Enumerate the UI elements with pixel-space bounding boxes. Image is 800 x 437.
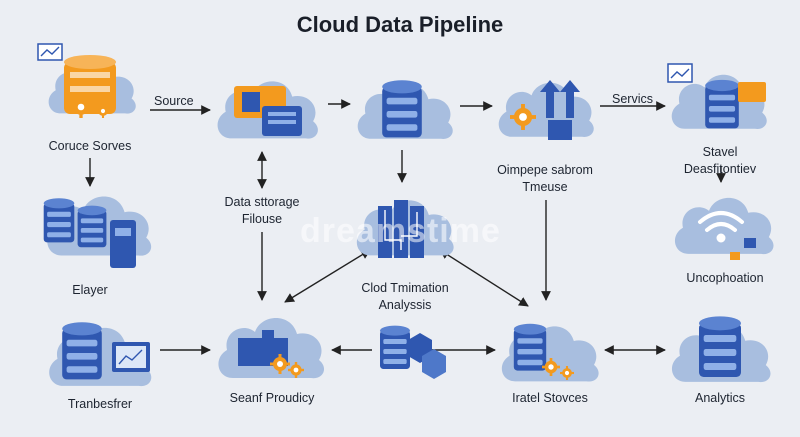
label-data-storage: Data sttorage Filouse xyxy=(192,194,332,228)
puzzle-icon xyxy=(238,330,288,366)
chart-icon xyxy=(667,63,693,83)
watermark: dreamstime xyxy=(300,212,501,250)
label-analytics: Analytics xyxy=(650,390,790,407)
database-icon xyxy=(77,205,107,248)
label-line: Coruce Sorves xyxy=(48,139,132,153)
edge-label-services: Servics xyxy=(612,92,653,106)
compute-upload-node xyxy=(498,80,594,140)
label-line: Stavel xyxy=(702,145,738,159)
central-db-node xyxy=(357,80,453,139)
mini-server-node xyxy=(380,325,446,379)
label-transferrer: Tranbesfrer xyxy=(30,396,170,413)
label-line: Deasfitontiev xyxy=(683,162,757,176)
label-rated-stores: Iratel Stovces xyxy=(480,390,620,407)
label-line: Tranbesfrer xyxy=(67,397,133,411)
up-arrow-icon xyxy=(560,80,580,118)
edge-transform-search xyxy=(284,249,371,303)
edges xyxy=(85,99,726,355)
label-line: Iratel Stovces xyxy=(512,391,588,405)
search-product-node xyxy=(218,318,325,379)
pipeline-device-node xyxy=(217,81,318,139)
analytics-node xyxy=(671,316,771,383)
rated-stores-node xyxy=(501,323,599,382)
layer-storage-node xyxy=(43,196,152,268)
label-source-servers: Coruce Sorves xyxy=(20,138,160,155)
wifi-icon xyxy=(698,211,744,243)
edge-transform-stores xyxy=(439,249,529,307)
server-icon xyxy=(110,220,136,268)
label-line: Tmeuse xyxy=(522,180,568,194)
label-cloud-transformation: Clod Tmimation Analyssis xyxy=(330,280,480,314)
label-line: Elayer xyxy=(72,283,108,297)
label-unconphoation: Uncophoation xyxy=(650,270,800,287)
database-icon xyxy=(43,198,75,243)
label-line: Data sttorage xyxy=(224,195,300,209)
box-icon xyxy=(548,120,572,140)
up-arrow-icon xyxy=(540,80,560,118)
database-icon xyxy=(62,322,102,380)
transferrer-node xyxy=(49,322,152,387)
edge-label-source: Source xyxy=(154,94,194,108)
database-icon xyxy=(699,316,741,377)
label-search-product: Seanf Proudicy xyxy=(202,390,342,407)
database-icon xyxy=(705,79,739,129)
database-icon xyxy=(513,323,547,371)
services-db-node xyxy=(667,63,767,129)
source-servers-node xyxy=(37,43,136,118)
label-line: Analyssis xyxy=(378,298,432,312)
label-services-db: Stavel Deasfitontiev xyxy=(650,144,790,178)
label-line: Clod Tmimation xyxy=(361,281,449,295)
unconphoation-node xyxy=(674,197,774,260)
label-line: Uncophoation xyxy=(686,271,764,285)
label-compute-upload: Oimpepe sabrom Tmeuse xyxy=(470,162,620,196)
label-line: Filouse xyxy=(241,212,283,226)
hex-icon xyxy=(422,349,446,379)
label-line: Analytics xyxy=(694,391,746,405)
cloud-transformation-node xyxy=(356,200,454,258)
label-line: Seanf Proudicy xyxy=(229,391,315,405)
label-line: Oimpepe sabrom xyxy=(497,163,593,177)
diagram-title: Cloud Data Pipeline xyxy=(296,12,504,37)
database-icon xyxy=(380,325,410,369)
label-layer-storage: Elayer xyxy=(30,282,150,299)
orange-panel-icon xyxy=(738,82,766,102)
database-icon xyxy=(382,80,422,138)
